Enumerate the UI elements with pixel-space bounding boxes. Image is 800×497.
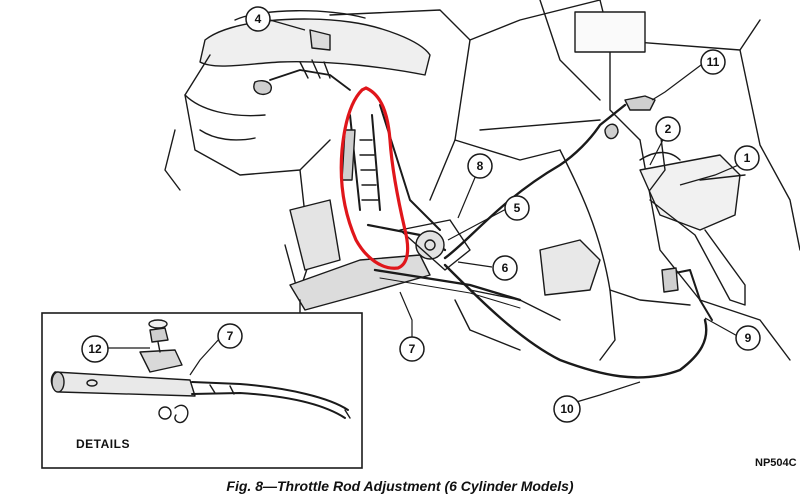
svg-text:6: 6: [502, 261, 509, 275]
callout-7-main: 7: [399, 336, 425, 362]
callout-6: 6: [492, 255, 518, 281]
svg-text:7: 7: [227, 329, 234, 343]
highlight-circle: [339, 86, 410, 270]
callout-10: 10: [553, 395, 581, 423]
svg-text:7: 7: [409, 342, 416, 356]
svg-text:12: 12: [88, 342, 102, 356]
figure-code: NP504C: [755, 457, 797, 469]
callout-5: 5: [504, 195, 530, 221]
engine-illustration: [164, 0, 800, 379]
callout-1: 1: [734, 145, 760, 171]
svg-text:8: 8: [477, 159, 484, 173]
svg-text:4: 4: [255, 12, 262, 26]
details-label: DETAILS: [76, 437, 130, 451]
details-illustration: [50, 319, 351, 424]
callout-4: 4: [245, 6, 271, 32]
callout-7-detail: 7: [217, 323, 243, 349]
svg-text:1: 1: [744, 151, 751, 165]
svg-text:10: 10: [560, 402, 574, 416]
figure-caption: Fig. 8—Throttle Rod Adjustment (6 Cylind…: [226, 478, 574, 494]
callout-8: 8: [467, 153, 493, 179]
svg-text:11: 11: [707, 55, 720, 69]
callouts: 4 11 2 1 8 5 6 7 9 10 12 7: [81, 6, 761, 423]
callout-2: 2: [655, 116, 681, 142]
callout-11: 11: [700, 49, 726, 75]
svg-text:9: 9: [745, 331, 752, 345]
svg-text:2: 2: [665, 122, 672, 136]
svg-text:5: 5: [514, 201, 521, 215]
callout-9: 9: [735, 325, 761, 351]
callout-12: 12: [81, 335, 109, 363]
